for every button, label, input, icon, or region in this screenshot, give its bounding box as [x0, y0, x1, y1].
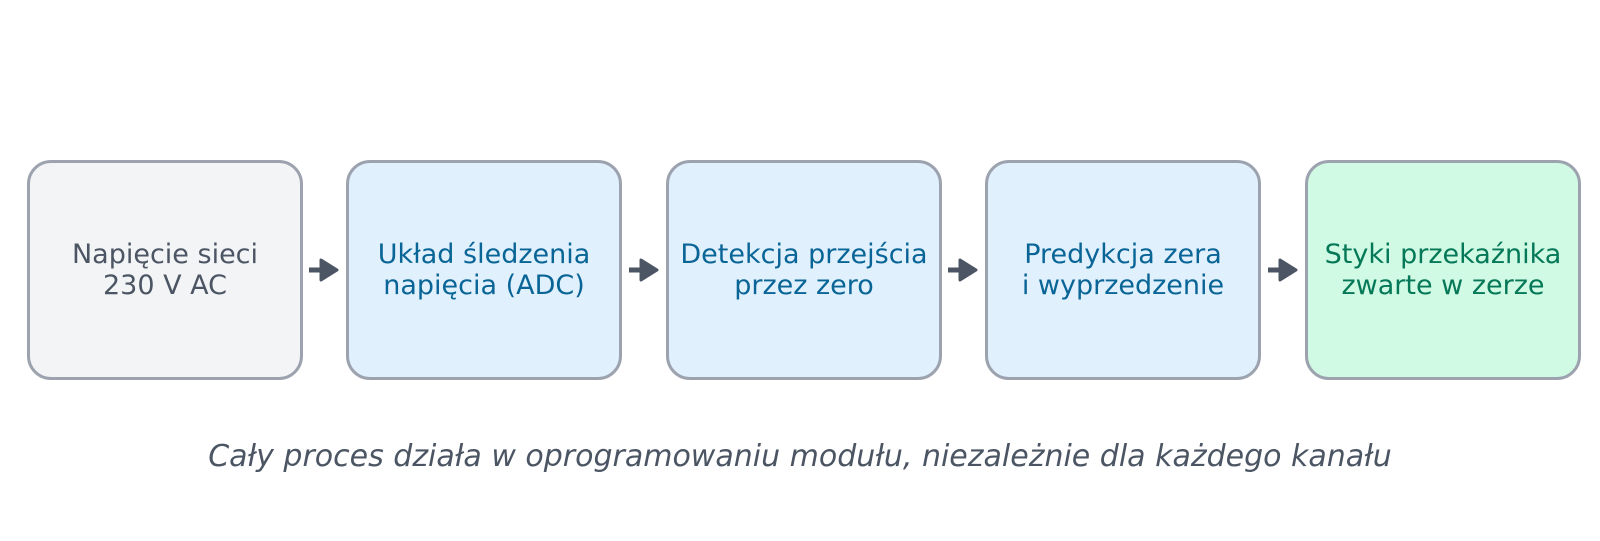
node-zero-prediction-line-2: i wyprzedzenie: [1021, 270, 1225, 301]
node-mains-voltage-line-1: Napięcie sieci: [71, 239, 259, 270]
diagram-caption: Cały proces działa w oprogramowaniu modu…: [208, 439, 1392, 474]
node-relay-contacts-line-1: Styki przekaźnika: [1324, 239, 1562, 270]
node-relay-contacts: Styki przekaźnika zwarte w zerze: [1305, 160, 1581, 380]
arrow-right-icon: [309, 258, 339, 282]
node-mains-voltage: Napięcie sieci 230 V AC: [27, 160, 303, 380]
arrow-right-icon: [629, 258, 659, 282]
node-voltage-tracking-line-1: Układ śledzenia: [377, 239, 591, 270]
arrow-right-icon: [1268, 258, 1298, 282]
node-zero-cross-detection: Detekcja przejścia przez zero: [666, 160, 942, 380]
node-zero-cross-detection-line-1: Detekcja przejścia: [680, 239, 928, 270]
node-relay-contacts-line-2: zwarte w zerze: [1341, 270, 1545, 301]
node-voltage-tracking: Układ śledzenia napięcia (ADC): [346, 160, 622, 380]
node-zero-cross-detection-line-2: przez zero: [734, 270, 874, 301]
node-zero-prediction: Predykcja zera i wyprzedzenie: [985, 160, 1261, 380]
node-voltage-tracking-line-2: napięcia (ADC): [383, 270, 585, 301]
arrow-right-icon: [948, 258, 978, 282]
node-zero-prediction-line-1: Predykcja zera: [1024, 239, 1222, 270]
node-mains-voltage-line-2: 230 V AC: [102, 270, 228, 301]
